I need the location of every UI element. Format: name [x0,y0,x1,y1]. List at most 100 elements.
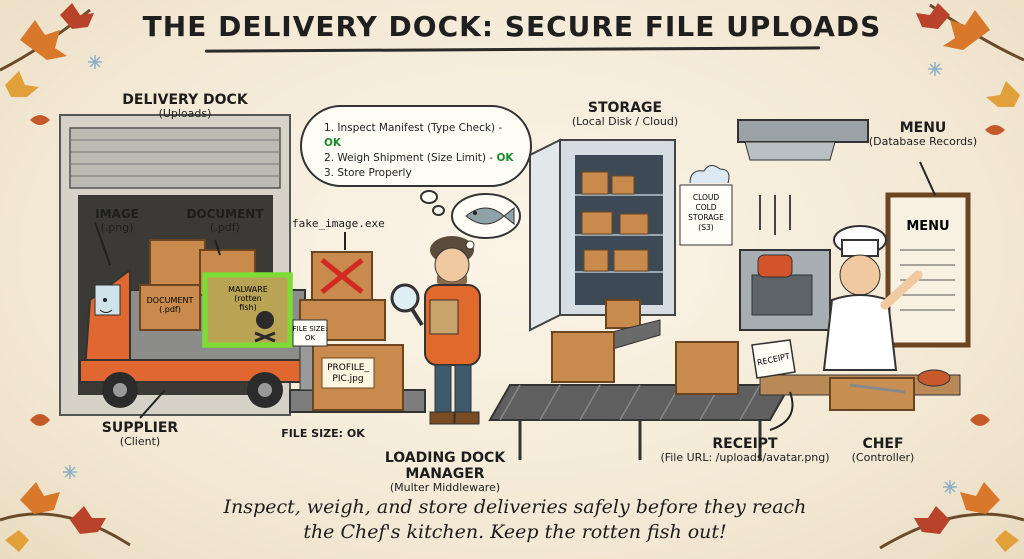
receipt-slip [751,339,796,379]
label-sub: (Uploads) [158,107,212,121]
fake-image-label: fake_image.exe [292,217,385,230]
arrow-icon [139,389,166,419]
document-label: DOCUMENT (.pdf) [180,207,270,234]
leaf [5,71,39,97]
label-main: DOCUMENT [186,207,264,221]
leaf [985,125,1005,135]
leaf [970,414,990,426]
truck-crates [139,239,293,348]
leaf [995,530,1019,552]
label-sub: (Client) [119,435,161,449]
document-box-line: (.pdf) [159,305,181,314]
leaf [70,506,106,534]
label-sub: (Controller) [851,451,915,465]
leaf [20,482,60,514]
menu-label: MENU (Database Records) [858,120,988,149]
menu-board [885,192,971,348]
leaf [30,414,50,426]
snowflake-icon [928,62,942,76]
thought-dot [420,190,438,204]
caption-line-1: Inspect, weigh, and store deliveries saf… [223,496,807,518]
profile-pic-label: PROFILE_PIC.jpg [327,363,369,384]
label-main: STORAGE [587,100,663,116]
caption: Inspect, weigh, and store deliveries saf… [200,495,830,545]
label-main: MENU [899,120,947,136]
document-box-line: DOCUMENT [147,296,194,305]
skull-icon [256,311,274,329]
label-sub: (Multer Middleware) [389,481,501,495]
arrow-icon [769,391,794,431]
cloud-storage-sign [679,184,733,246]
leaf [60,3,94,29]
label-main: CHEF [862,436,904,452]
checklist-thought-bubble: 1. Inspect Manifest (Type Check) - OK 2.… [300,105,532,187]
leaves-bottom-left [0,414,131,552]
malware-crate [202,272,293,348]
loading-dock-manager-label: LOADING DOCK MANAGER (Multer Middleware) [350,450,540,495]
snowflake-icon [63,465,77,479]
label-main: RECEIPT [712,436,778,452]
cloud-icon [689,165,730,184]
checklist-item-2: 2. Weigh Shipment (Size Limit) - OK [324,151,518,166]
fish-thought [451,193,521,250]
checklist-text: 2. Weigh Shipment (Size Limit) - [324,152,497,164]
supplier-label: SUPPLIER (Client) [90,420,190,449]
snowflake-icon [943,480,957,494]
checklist-status: OK [496,152,514,164]
label-main: IMAGE [95,207,139,221]
snowflakes [63,55,957,494]
leaf [916,3,950,29]
label-sub: (Database Records) [868,135,978,149]
menu-board-title: MENU [906,219,949,234]
leaf [914,506,950,534]
weighing-scale [289,319,426,413]
loading-dock-manager [390,236,481,425]
chef-label: CHEF (Controller) [838,436,928,465]
file-size-label: FILE SIZE: OK [281,427,365,440]
thought-dot [432,205,445,216]
pointer-arrows [94,161,936,431]
chef [822,225,951,411]
magnifier-icon [390,283,420,313]
file-size-tag-text: FILE SIZE:OK [293,325,328,342]
label-sub: (Local Disk / Cloud) [571,115,679,129]
document-box-label: DOCUMENT(.pdf) [147,296,194,314]
leaf [30,115,50,125]
checklist-text: 1. Inspect Manifest (Type Check) - [324,122,503,134]
label-main: SUPPLIER [101,420,179,436]
label-main: DELIVERY DOCK [122,92,248,108]
arrow-icon [919,161,936,196]
checklist-text: 3. Store Properly [324,167,412,179]
arrow-icon [94,221,111,266]
label-sub: (File URL: /uploads/avatar.png) [660,451,830,465]
arrow-icon [214,239,221,256]
caption-line-2: the Chef's kitchen. Keep the rotten fish… [303,521,727,543]
reject-x-icon [320,258,364,294]
snowflake-icon [88,55,102,69]
receipt-label: RECEIPT (File URL: /uploads/avatar.png) [650,436,840,465]
leaf [986,81,1020,107]
leaf [943,10,990,50]
conveyor-belt [488,319,792,460]
leaves-bottom-right [879,414,1024,552]
checklist-status: OK [324,137,342,149]
leaf [20,20,67,60]
label-sub: (.pdf) [210,220,240,234]
page-title: THE DELIVERY DOCK: SECURE FILE UPLOADS [142,10,882,43]
checklist-item-1: 1. Inspect Manifest (Type Check) - OK [324,121,518,151]
storage-label: STORAGE (Local Disk / Cloud) [555,100,695,129]
label-sub: (.png) [100,220,134,234]
image-label: IMAGE (.png) [82,207,152,234]
kitchen [737,119,971,396]
cold-storage [529,138,733,332]
leaf [5,530,29,552]
leaves-top-right [916,3,1024,135]
delivery-dock-label: DELIVERY DOCK (Uploads) [120,92,250,121]
leaf [960,482,1000,514]
file-size-tag [292,319,328,347]
checklist-item-3: 3. Store Properly [324,166,518,181]
